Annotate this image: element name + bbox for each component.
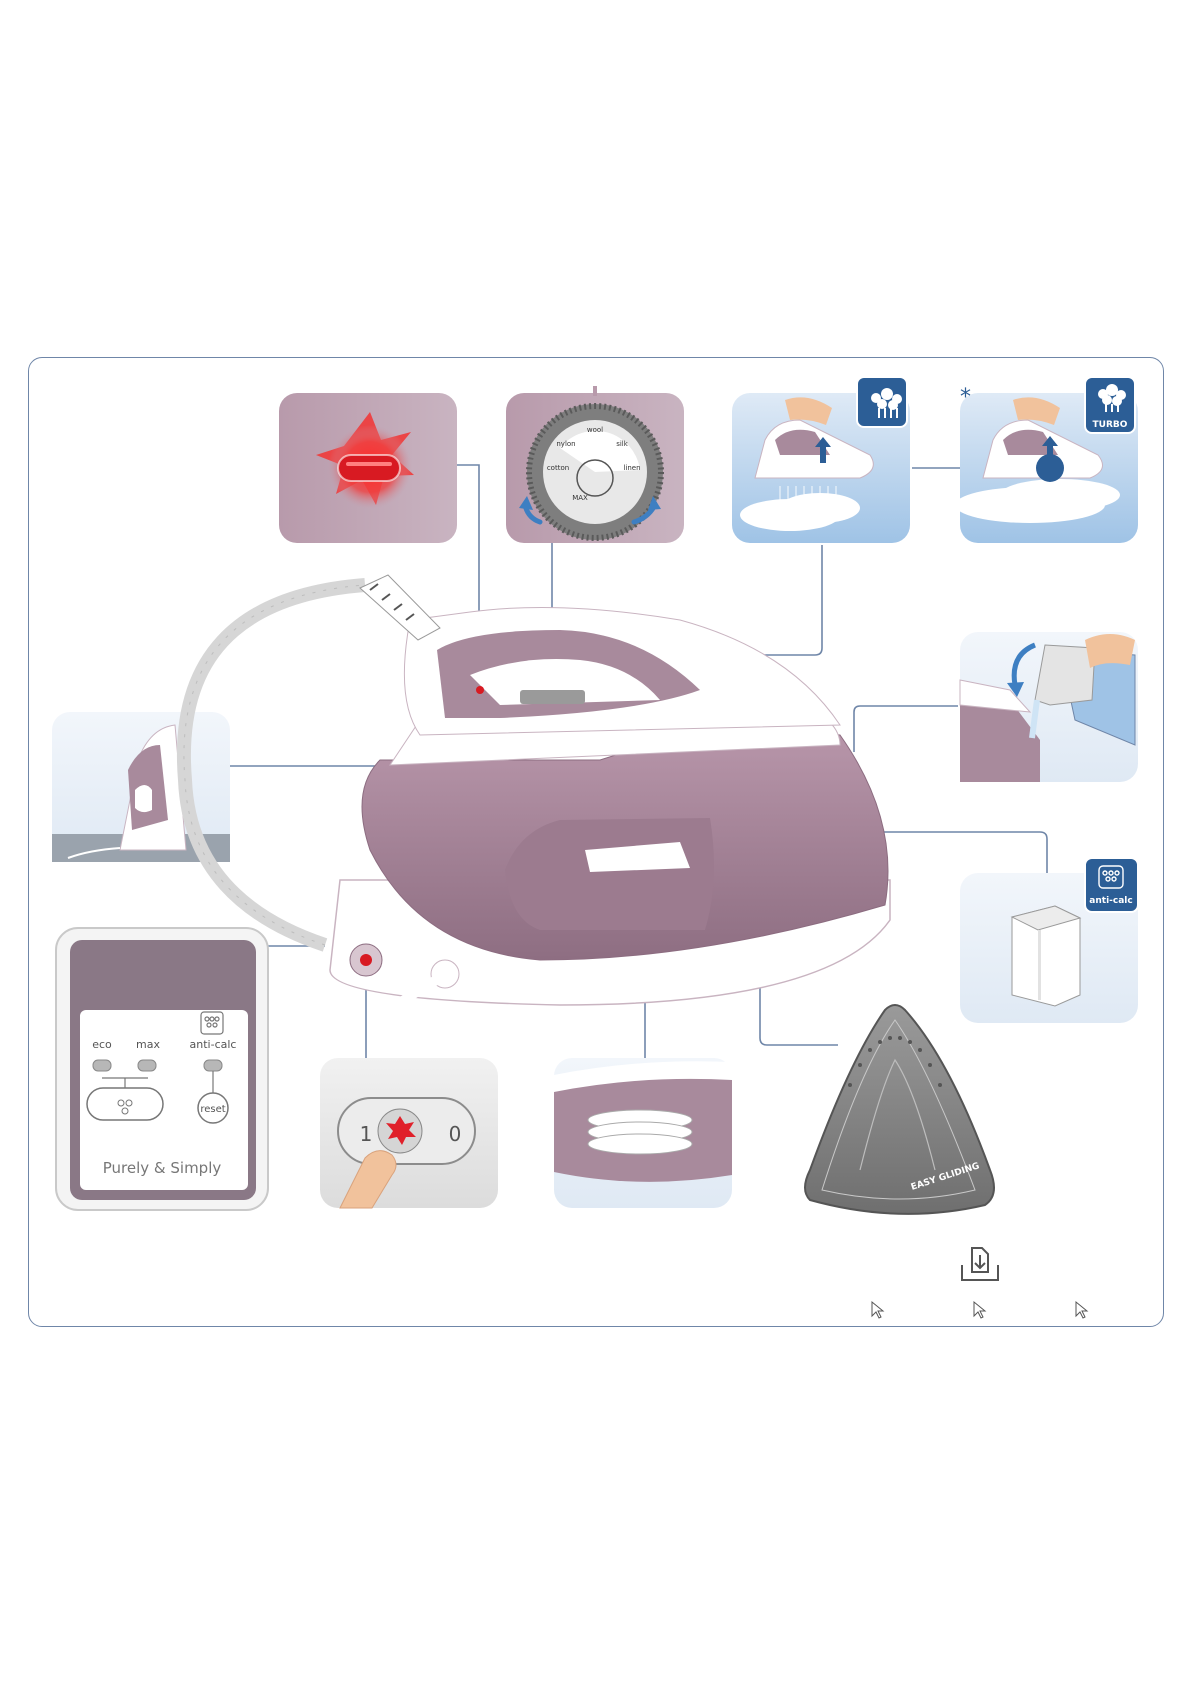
anticalc-badge-label: anti-calc (1089, 896, 1132, 906)
dial-label-cotton: cotton (547, 464, 569, 472)
anticalc-icon (1098, 865, 1124, 889)
anticalc-cartridge-image: anti-calc (960, 857, 1139, 1023)
label-anticalc: anti-calc (190, 1038, 237, 1051)
power-switch-image: 1 0 (320, 1058, 498, 1209)
dial-label-wool: wool (587, 426, 603, 434)
brand-label: Purely & Simply (103, 1159, 222, 1177)
steam-button (86, 1087, 164, 1121)
cursor-icon (973, 1300, 987, 1319)
led-glow-icon (386, 1116, 416, 1145)
illustration-frame (28, 357, 1164, 1327)
turbo-label: TURBO (1093, 420, 1128, 430)
spiral-filter-icon (587, 1109, 693, 1155)
dial-label-nylon: nylon (556, 440, 575, 448)
cursor-icon (871, 1300, 885, 1319)
turbo-steam-image: * TURBO (955, 376, 1138, 543)
anticalc-panel-icon (200, 1011, 224, 1035)
label-reset: reset (200, 1104, 225, 1115)
dial-label-linen: linen (623, 464, 640, 472)
download-doc-icon (961, 1247, 999, 1281)
reset-button (197, 1092, 229, 1124)
temperature-dial-image: wool silk linen nylon cotton MAX (506, 386, 684, 543)
dial-label-silk: silk (616, 440, 629, 448)
fill-water-image (959, 632, 1138, 782)
scale-collector-image (554, 1058, 732, 1208)
label-eco: eco (92, 1038, 112, 1051)
asterisk-note: * (960, 385, 971, 410)
steam-generator-main (329, 574, 891, 1024)
cursor-icon (1075, 1300, 1089, 1319)
led-indicator-image (279, 393, 457, 543)
steam-image (732, 376, 910, 543)
label-max: max (136, 1038, 160, 1051)
steam-hose (177, 578, 366, 952)
steam-icon (871, 388, 902, 418)
steam-small-icon (117, 1099, 133, 1115)
control-panel-image: eco max anti-calc reset Purely & Simply (55, 927, 269, 1211)
soleplate-image: EASY GLIDING (804, 1004, 995, 1215)
pour-arrow-icon (1011, 642, 1037, 686)
switch-on-label: 1 (360, 1122, 373, 1146)
dial-label-max: MAX (572, 494, 588, 502)
turbo-steam-icon (1098, 384, 1126, 412)
switch-off-label: 0 (449, 1122, 462, 1146)
